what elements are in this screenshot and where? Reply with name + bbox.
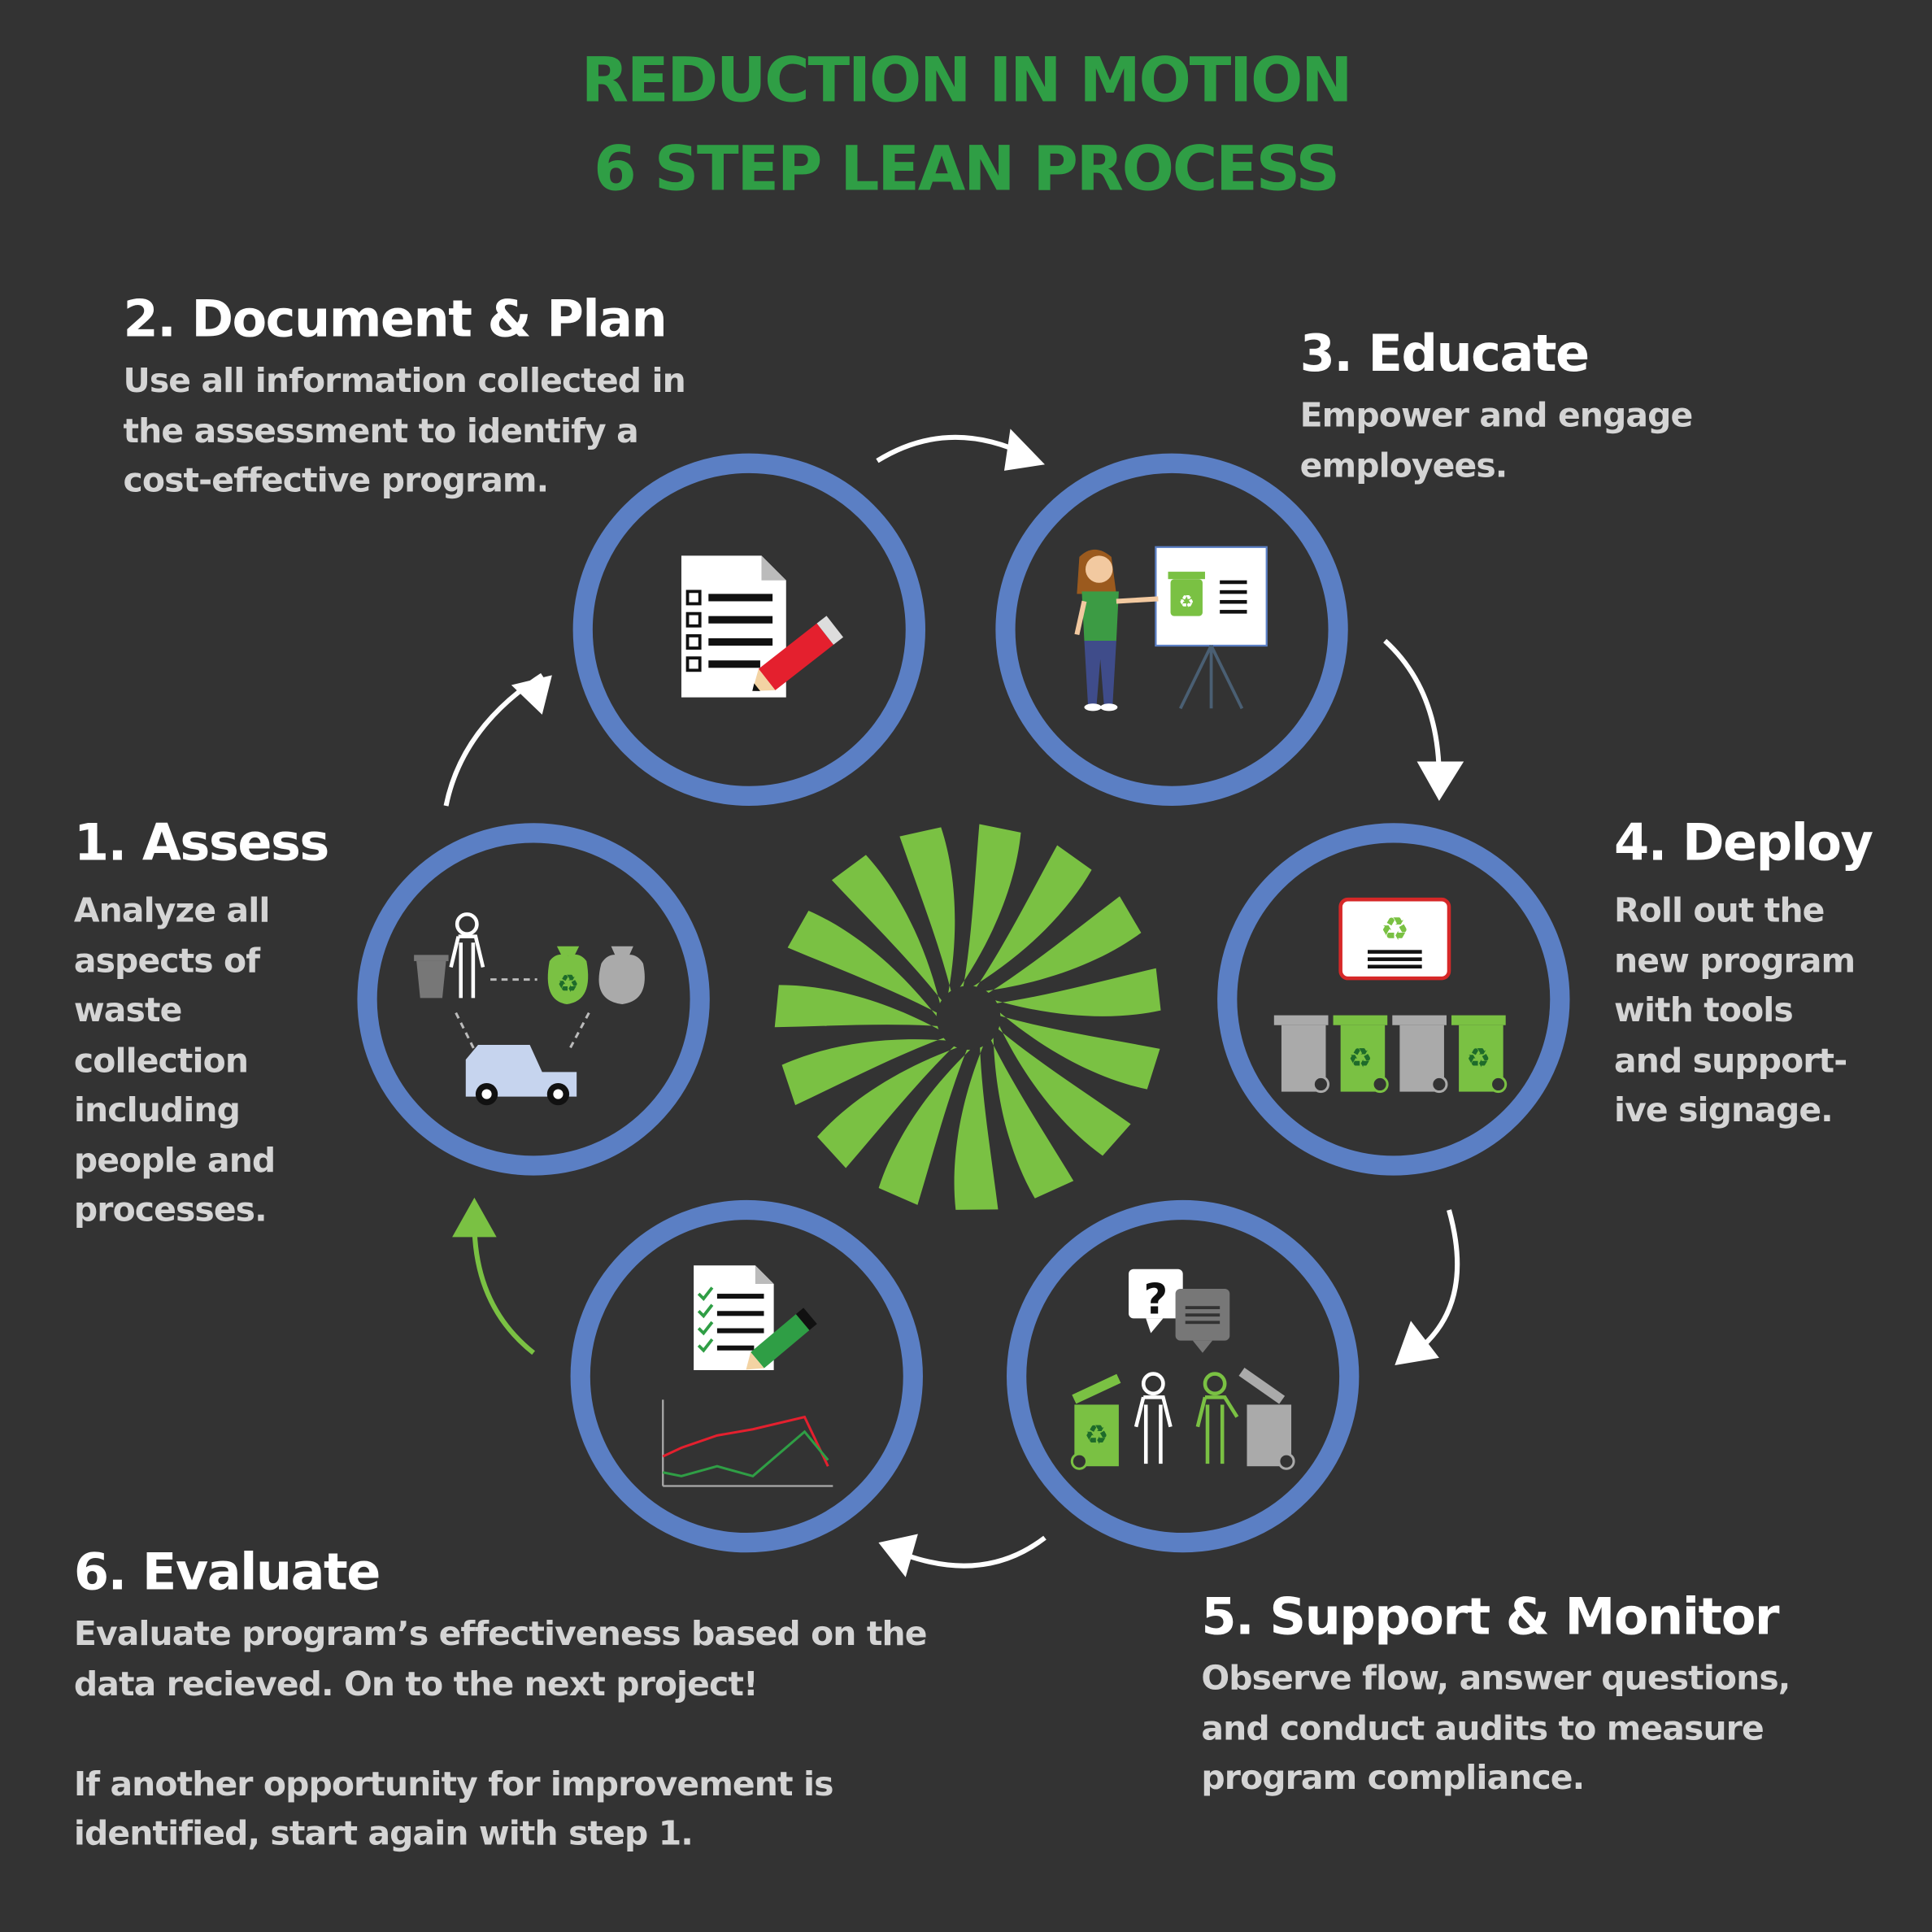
svg-text:?: ? [1143, 1275, 1168, 1324]
step-1-title: 1. Assess [73, 813, 329, 872]
svg-text:♻: ♻ [1348, 1042, 1373, 1073]
step-3-ring [995, 453, 1348, 807]
report-chart-icon [662, 1265, 833, 1487]
arrow-step5-to-step6 [878, 1534, 1046, 1577]
arrow-step2-to-step3 [876, 429, 1045, 471]
step-3-title: 3. Educate [1299, 324, 1590, 384]
title-line-1: REDUCTION IN MOTION [581, 44, 1353, 116]
svg-text:♻: ♻ [1085, 1419, 1109, 1451]
step-6-description: Evaluate program’s effectiveness based o… [73, 1615, 928, 1854]
svg-text:♻: ♻ [1179, 592, 1194, 612]
step-3-description: Empower and engage employees. [1299, 396, 1694, 485]
checklist-pencil-icon [681, 555, 844, 698]
waste-assessment-icon: ♻ [414, 912, 645, 1106]
green-swirl-logo-icon [757, 810, 1180, 1230]
arrow-step1-to-step2 [443, 672, 552, 807]
step-1-description: Analyze all aspects of waste collection … [73, 892, 276, 1230]
svg-text:♻: ♻ [1381, 911, 1409, 948]
arrow-step6-to-step1 [452, 1197, 536, 1355]
title-line-2: 6 STEP LEAN PROCESS [594, 133, 1340, 205]
step-2-title: 2. Document & Plan [123, 289, 668, 349]
step-2-description: Use all information collected in the ass… [123, 362, 686, 501]
step-4-title: 4. Deploy [1614, 813, 1873, 872]
svg-text:♻: ♻ [557, 970, 579, 999]
step-4-description: Roll out the new program with tools and … [1614, 892, 1856, 1130]
people-questions-bins-icon: ? ♻ [1070, 1268, 1295, 1470]
bins-signage-icon: ♻ ♻ ♻ [1273, 897, 1508, 1094]
presenter-whiteboard-icon: ♻ [1074, 546, 1268, 711]
step-6-ring [570, 1199, 923, 1553]
arrow-step3-to-step4 [1383, 638, 1464, 801]
step-5-ring [1007, 1199, 1360, 1553]
step-5-description: Observe flow, answer questions, and cond… [1201, 1660, 1791, 1798]
step-4-ring [1217, 823, 1570, 1176]
svg-text:♻: ♻ [1466, 1042, 1490, 1073]
arrow-step4-to-step5 [1395, 1209, 1460, 1365]
step-6-title: 6. Evaluate [73, 1543, 381, 1602]
step-2-ring [572, 453, 925, 807]
step-5-title: 5. Support & Monitor [1201, 1586, 1779, 1647]
step-1-ring [357, 823, 710, 1176]
